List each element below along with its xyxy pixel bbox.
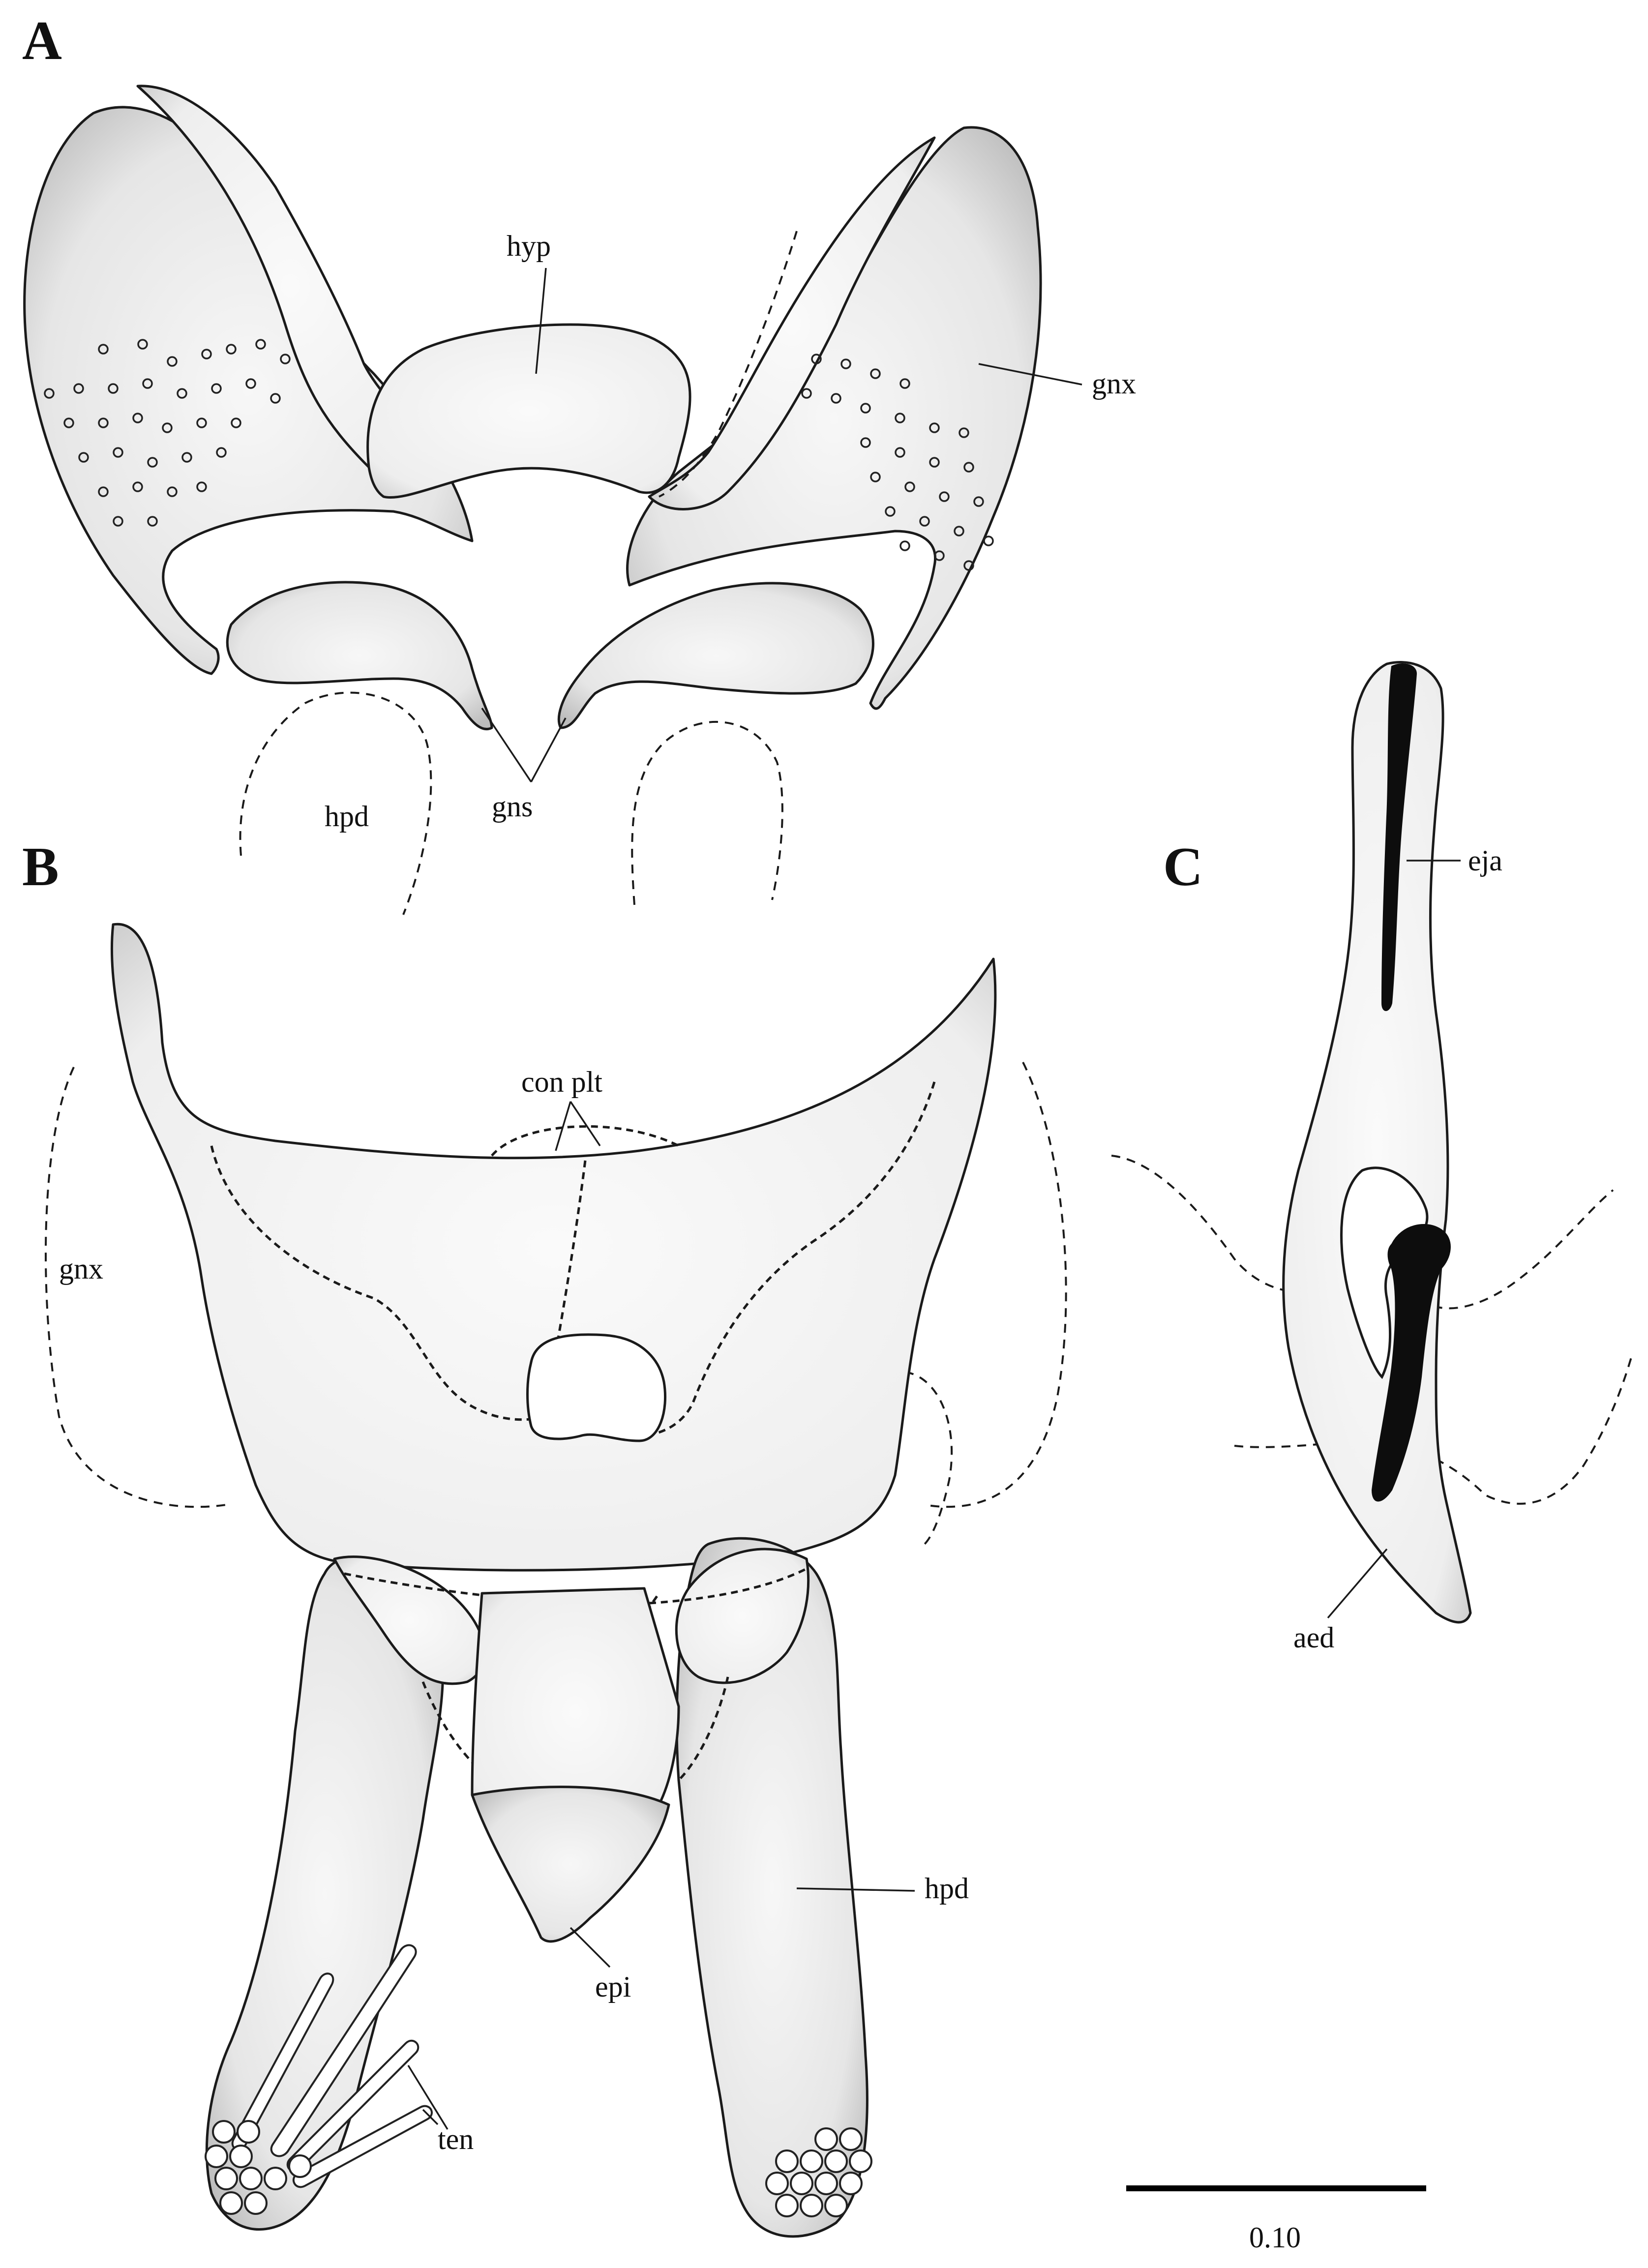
leader-epi: [569, 1927, 611, 1968]
hypandrium-right-arm: [648, 136, 936, 510]
label-ten: ten: [438, 2123, 474, 2155]
gonostylus-right: [557, 582, 874, 729]
panel-a-drawing: hyp gnx gns hpd: [23, 85, 1136, 915]
label-gnx-b: gnx: [59, 1253, 103, 1285]
leader-con-plt-right: [569, 1101, 601, 1146]
hypoproct-outline-right: [631, 720, 783, 905]
base-dashed-right: [678, 1676, 729, 1781]
basal-lobe-right: [675, 1548, 810, 1684]
label-epi: epi: [595, 1970, 631, 2003]
gonocoxite-outline-right: [924, 1062, 1067, 1508]
label-eja: eja: [1468, 844, 1502, 877]
aedeagus: [1282, 661, 1472, 1624]
label-hpd-upper: hpd: [325, 800, 369, 833]
label-gns: gns: [492, 790, 533, 823]
aedeagus-background-outline: [1111, 1155, 1614, 1310]
leader-aed: [1327, 1548, 1388, 1619]
label-con-plt: con plt: [521, 1066, 602, 1098]
scale-bar: 0.10: [1126, 2185, 1426, 2254]
leader-gnx-a: [978, 363, 1082, 386]
hypoproct-outline-left: [239, 691, 432, 915]
hypandrium-center: [366, 323, 691, 499]
sensilla-left: [205, 2120, 312, 2215]
pores-left-cluster: [44, 339, 291, 527]
connecting-plate-inner-right: [579, 1081, 936, 1437]
ejaculatory-apodeme-rod: [1381, 663, 1417, 1011]
hypandrium-arm-outline: [659, 231, 798, 498]
pores-right-cluster: [801, 354, 994, 571]
aedeagus-sclerite: [1371, 1224, 1451, 1502]
panel-letter-c: C: [1163, 836, 1203, 897]
connecting-plate: [110, 923, 997, 1572]
label-gnx-a: gnx: [1092, 367, 1136, 400]
connecting-plate-aperture: [526, 1333, 667, 1442]
hypoproct-right: [675, 1537, 869, 2238]
leader-gns-right: [530, 717, 567, 782]
panel-letter-a: A: [22, 10, 62, 71]
hypoproct-left: [205, 1557, 445, 2231]
panel-c-drawing: eja aed: [1111, 661, 1634, 1654]
leader-con-plt-left: [555, 1101, 571, 1151]
leader-ten-1: [407, 2065, 449, 2130]
leader-hyp: [535, 268, 547, 374]
scale-bar-label: 0.10: [1249, 2221, 1301, 2254]
basal-lobe-left: [333, 1555, 486, 1685]
panel-letter-b: B: [22, 836, 59, 897]
epiproct-setose-area: [471, 1786, 670, 1943]
leader-ten-2: [422, 2109, 439, 2125]
connecting-plate-arc: [491, 1125, 680, 1157]
setae-group: [231, 1944, 433, 2188]
leader-gns-left: [481, 708, 532, 782]
gonocoxite-inner-right: [904, 1371, 953, 1545]
leader-hpd-lower: [796, 1887, 915, 1892]
label-hpd-lower: hpd: [925, 1872, 969, 1905]
base-dashed-arc: [344, 1567, 808, 1606]
sensilla-right: [765, 2127, 872, 2217]
gonostylus-left: [226, 581, 493, 731]
panel-b-drawing: con plt gnx hpd epi ten: [45, 923, 1067, 2238]
label-hyp: hyp: [507, 230, 551, 262]
aedeagus-hollow: [1340, 1166, 1429, 1379]
gonocoxite-outline-left: [45, 1067, 227, 1508]
label-aed: aed: [1293, 1621, 1334, 1654]
